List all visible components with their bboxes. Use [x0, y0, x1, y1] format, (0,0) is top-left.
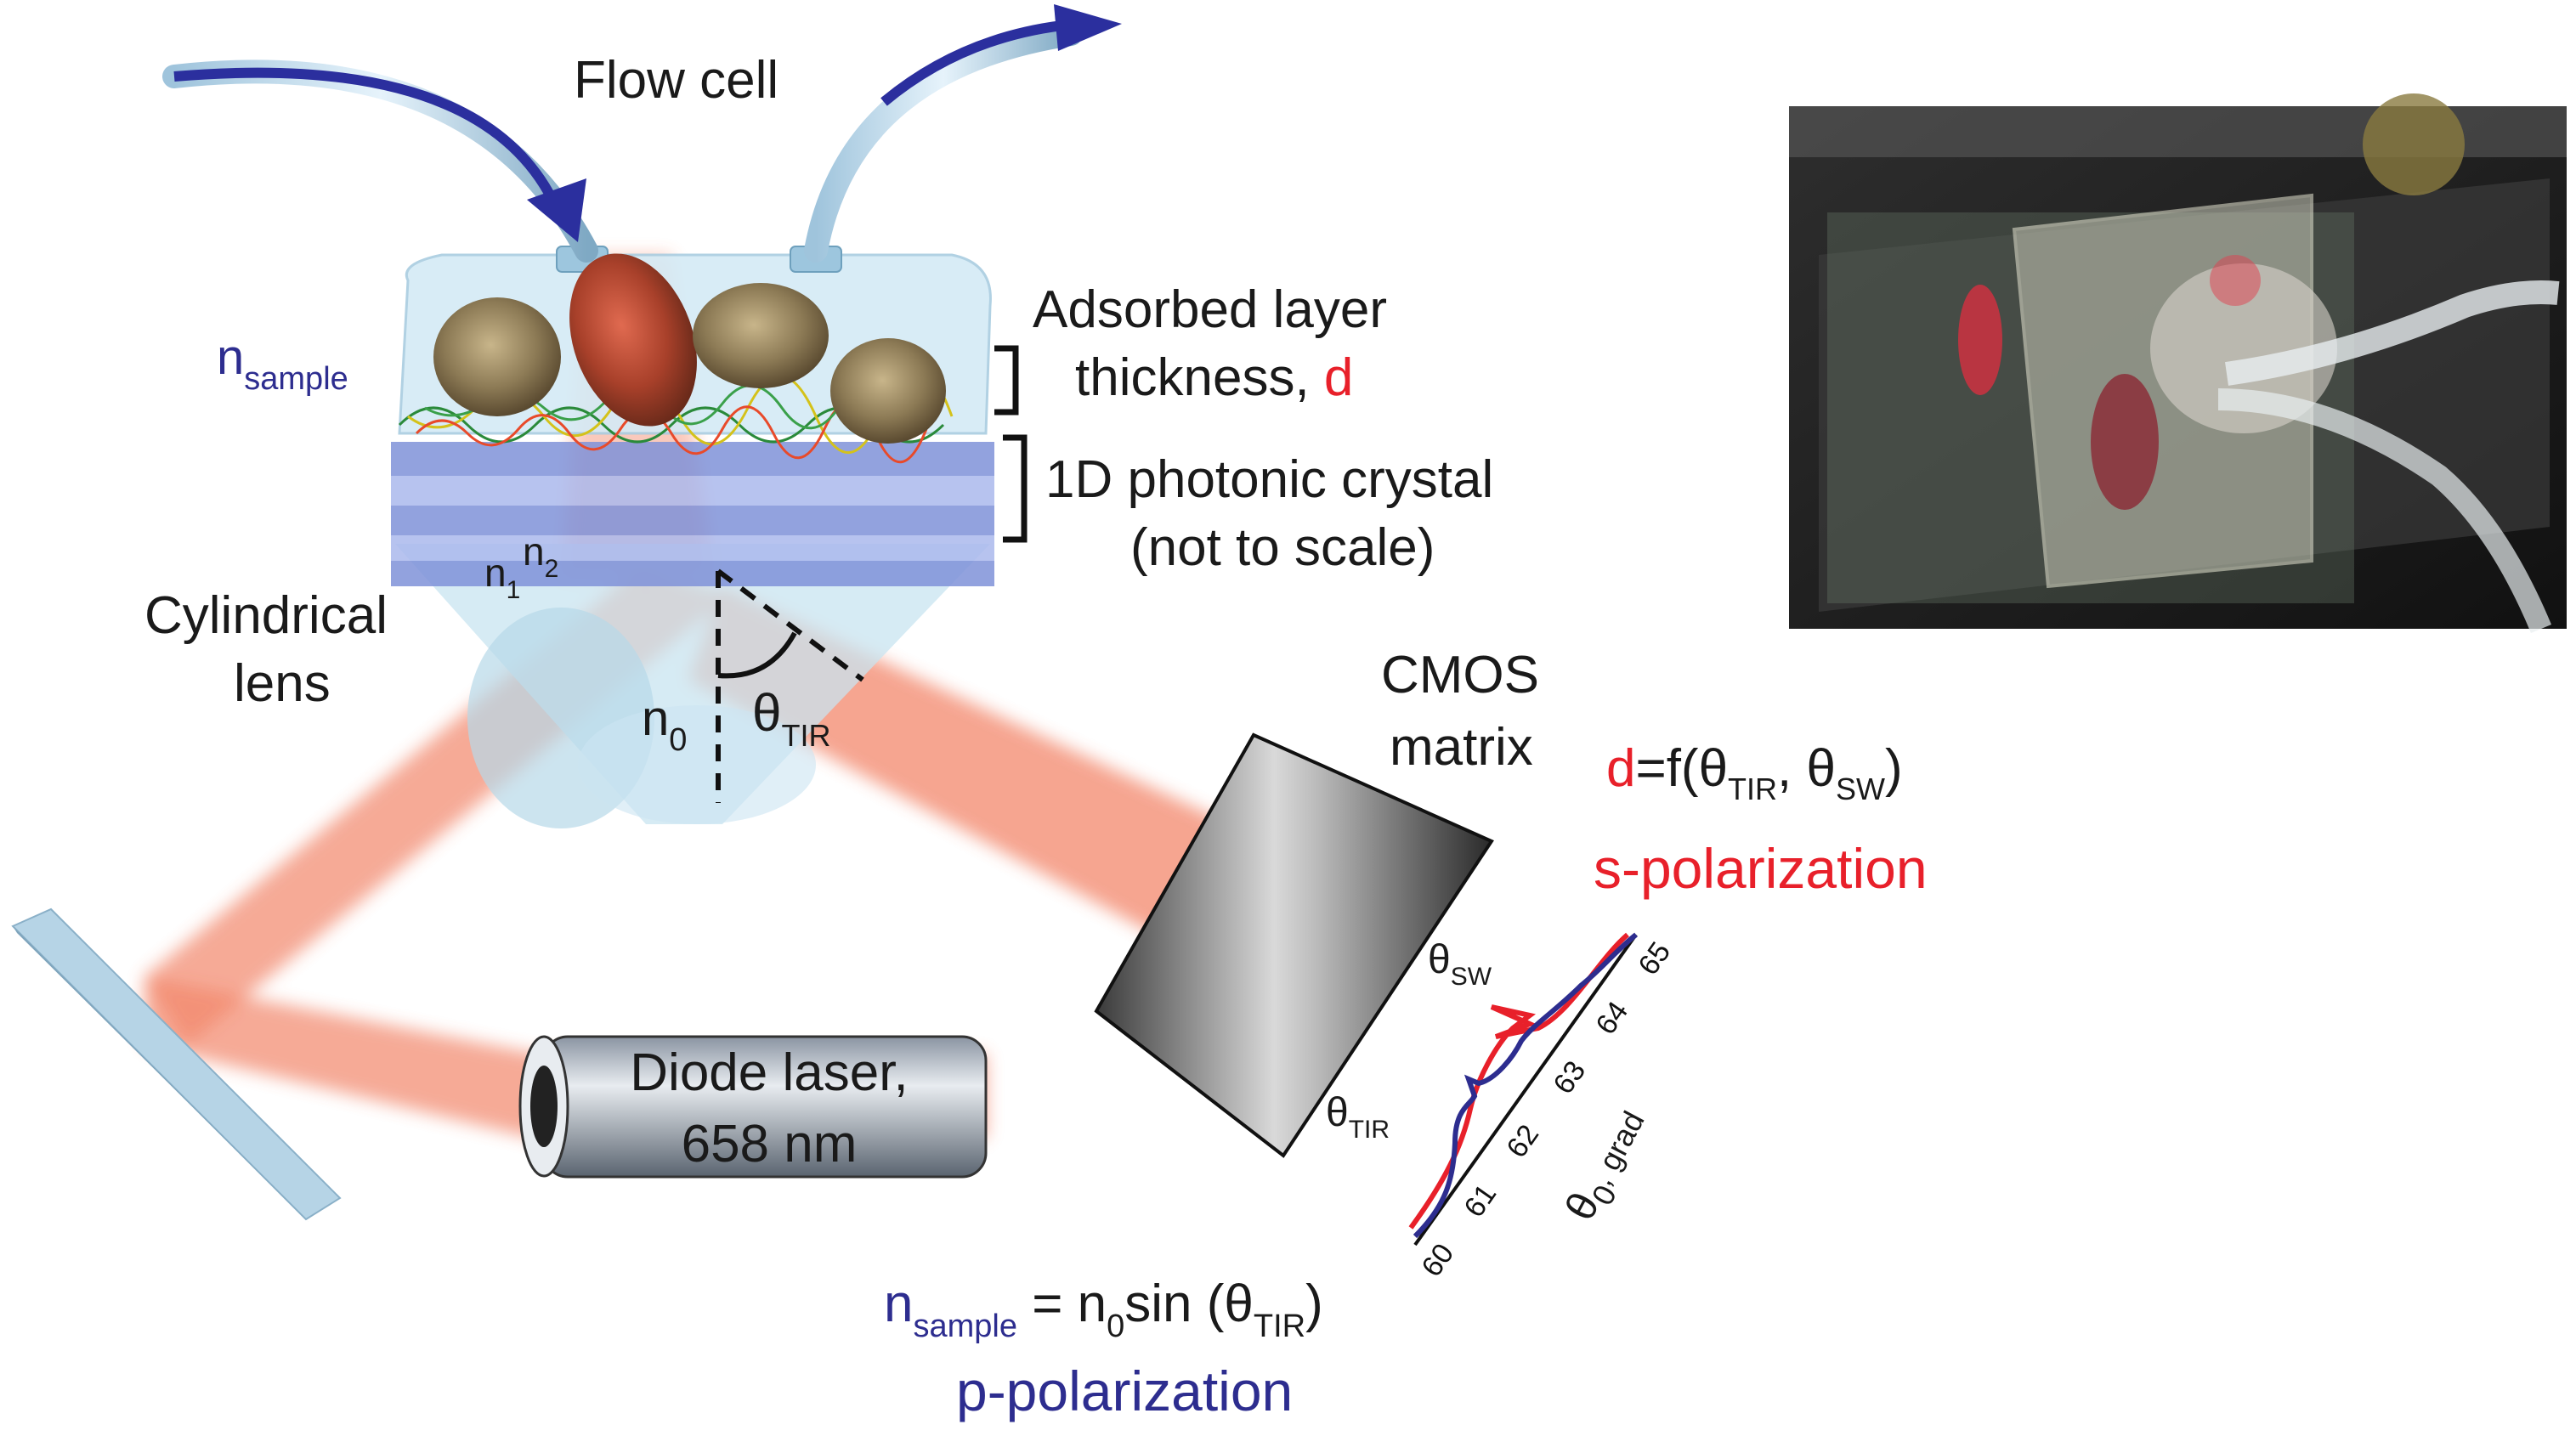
adsorbed-layer-label-line2: thickness, d [1075, 348, 1353, 407]
angle-axis [1413, 933, 1638, 1247]
cylindrical-lens [395, 544, 990, 828]
tick-64: 64 [1589, 996, 1634, 1041]
theta-sw-label: θSW [1428, 937, 1492, 991]
tick-62: 62 [1500, 1119, 1545, 1164]
tick-61: 61 [1458, 1179, 1503, 1224]
tick-63: 63 [1547, 1055, 1592, 1100]
mirror [11, 907, 342, 1224]
diode-laser [518, 1035, 988, 1179]
theta-tir-cmos-label: θTIR [1326, 1090, 1390, 1144]
n0-label: n0 [642, 691, 687, 758]
adsorbed-layer-label-line1: Adsorbed layer [1033, 280, 1387, 339]
n1-label: n1 [484, 551, 520, 604]
cmos-label-line2: matrix [1390, 718, 1533, 777]
cmos-label-line1: CMOS [1381, 646, 1539, 704]
outflow-arrow [804, 4, 1122, 263]
flow-cell-label: Flow cell [574, 51, 778, 110]
photonic-crystal-label-line2: (not to scale) [1130, 518, 1435, 577]
adsorbed-layer-bracket [994, 345, 1019, 416]
adsorbed-particles [433, 253, 946, 444]
photonic-crystal-bracket [1003, 434, 1028, 543]
n2-label: n2 [523, 529, 558, 583]
angle-marker [716, 568, 864, 803]
theta-tir-label: θTIR [752, 684, 830, 753]
angle-axis-title: θ0, grad [1555, 1100, 1660, 1231]
p-polarization-label: p-polarization [956, 1360, 1293, 1422]
tick-60: 60 [1415, 1238, 1460, 1283]
tick-65: 65 [1632, 936, 1677, 981]
formula-d: d=f(θTIR, θSW) [1606, 739, 1903, 806]
flow-cell-photo [1789, 93, 2567, 634]
lens-label-line2: lens [234, 654, 331, 713]
svg-text:θ0, grad: θ0, grad [1555, 1100, 1660, 1231]
n-sample-label: nsample [217, 330, 348, 397]
n-sample-equation: nsample = n0sin (θTIR) [884, 1275, 1323, 1344]
photonic-crystal-label-line1: 1D photonic crystal [1045, 450, 1493, 509]
laser-label-line2: 658 nm [682, 1115, 858, 1173]
cmos-matrix [1094, 732, 1494, 1158]
resonance-plot [1408, 932, 1638, 1247]
p-polarization-curve [1413, 932, 1638, 1239]
lens-label-line1: Cylindrical [144, 586, 388, 645]
laser-label-line1: Diode laser, [630, 1043, 908, 1102]
s-polarization-label: s-polarization [1594, 837, 1928, 900]
inflow-arrow [162, 59, 598, 263]
